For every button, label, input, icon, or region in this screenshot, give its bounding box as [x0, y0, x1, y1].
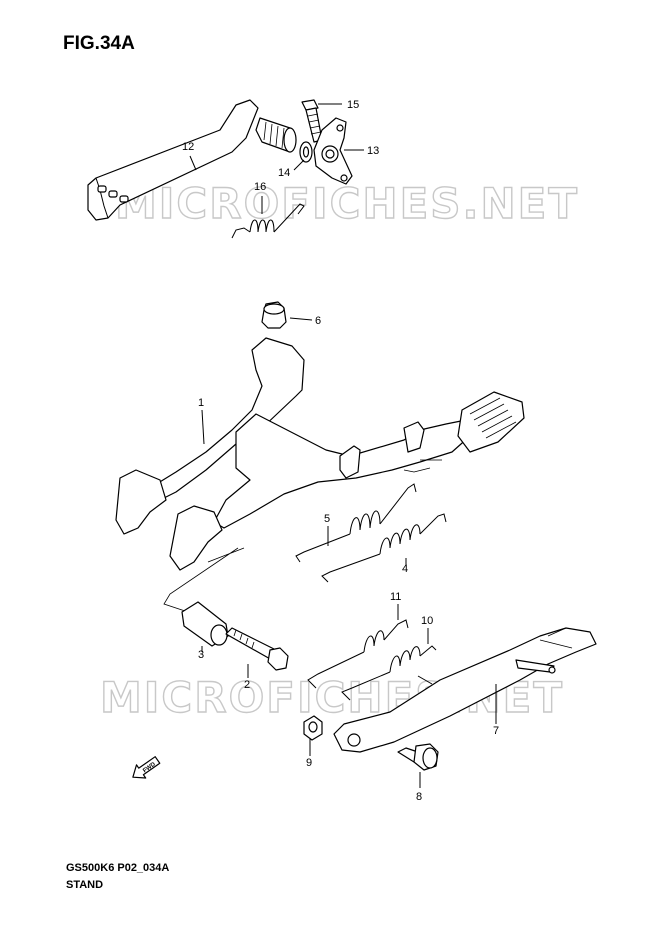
- callout-1: 1: [198, 397, 204, 409]
- stopper-cap: [261, 301, 287, 329]
- diagram-name: STAND: [66, 879, 104, 891]
- callout-5: 5: [324, 513, 330, 525]
- callout-3: 3: [198, 649, 204, 661]
- spring-10: [341, 645, 437, 701]
- callout-11: 11: [390, 591, 401, 603]
- pedal-lever: [299, 117, 353, 185]
- callout-10: 10: [421, 615, 433, 627]
- figure-title: FIG.34A: [63, 33, 135, 54]
- collar-3: [181, 601, 229, 647]
- leader-lines: [189, 103, 497, 788]
- center-stand: [115, 337, 525, 571]
- callout-14: 14: [278, 167, 290, 179]
- callout-8: 8: [416, 791, 422, 803]
- bolt-2: [225, 627, 289, 671]
- spring-5: [295, 483, 417, 563]
- watermark-top: MICROFICHES.NET: [115, 179, 579, 228]
- diagram-code: GS500K6 P02_034A: [66, 862, 170, 874]
- spring-11: [307, 619, 409, 689]
- spring-4: [321, 513, 447, 583]
- forward-direction-arrow: FWD: [132, 756, 161, 779]
- callout-12: 12: [182, 141, 194, 153]
- brake-pedal: [87, 99, 297, 221]
- bolt-15: [301, 99, 323, 143]
- callout-16: 16: [254, 181, 266, 193]
- bolt-8: [397, 743, 439, 771]
- side-stand: [333, 627, 597, 753]
- callout-15: 15: [347, 99, 359, 111]
- callout-4: 4: [402, 563, 408, 575]
- nut-9: [303, 715, 323, 741]
- callout-6: 6: [315, 315, 321, 327]
- callout-7: 7: [493, 725, 499, 737]
- callout-13: 13: [367, 145, 379, 157]
- callout-2: 2: [244, 679, 250, 691]
- spring-16: [231, 203, 305, 239]
- callout-9: 9: [306, 757, 312, 769]
